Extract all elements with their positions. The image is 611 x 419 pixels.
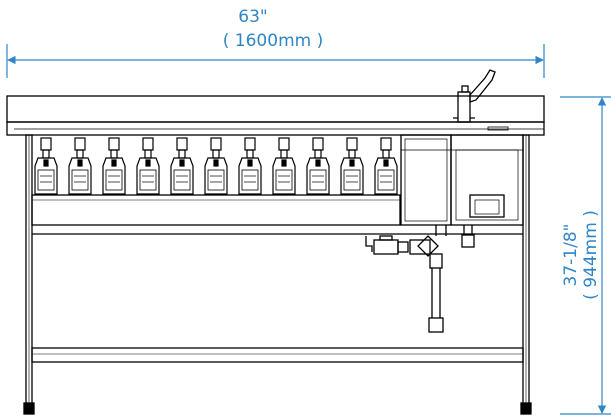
table-frame: [6, 95, 545, 415]
right-leg: [520, 134, 532, 415]
bottle: [272, 137, 296, 195]
width-imperial-label: 63": [238, 7, 267, 27]
sink-bowl: [450, 134, 524, 226]
bottle: [204, 137, 228, 195]
dispenser-box: [400, 134, 452, 226]
bottle: [374, 137, 398, 195]
height-imperial-label: 37-1/8": [561, 224, 581, 287]
width-metric-label: ( 1600mm ): [223, 31, 323, 51]
height-dimension: 37-1/8" ( 944mm ): [560, 96, 611, 415]
backsplash: [6, 95, 545, 123]
bottle: [34, 137, 58, 195]
bottle-row: [34, 137, 398, 195]
bottle: [306, 137, 330, 195]
bottle: [68, 137, 92, 195]
bottle: [170, 137, 194, 195]
bottle-rail: [31, 194, 401, 226]
drain-plumbing: [365, 225, 475, 333]
bottle: [102, 137, 126, 195]
left-leg: [23, 134, 35, 415]
height-metric-label: ( 944mm ): [581, 210, 601, 300]
tabletop: [6, 121, 545, 136]
bottom-shelf: [31, 347, 524, 363]
bottle: [238, 137, 262, 195]
bottle: [136, 137, 160, 195]
faucet: [453, 69, 509, 131]
width-dimension: 63" ( 1600mm ): [6, 7, 545, 78]
bottle: [340, 137, 364, 195]
